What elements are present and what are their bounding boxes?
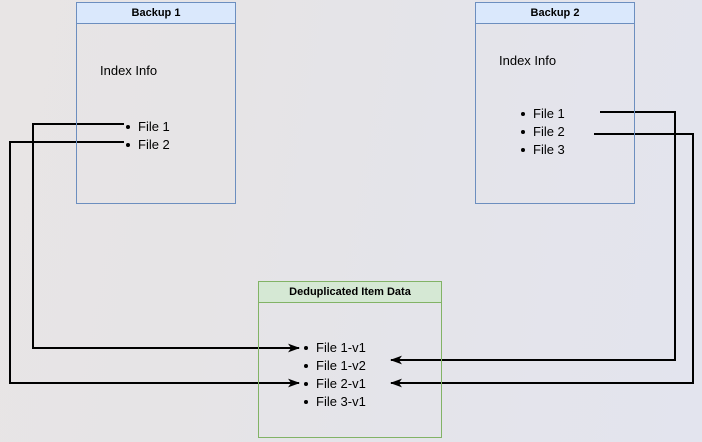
box-backup-1-title: Backup 1	[76, 2, 236, 24]
list-item[interactable]: File 1-v2	[302, 357, 366, 375]
box-deduplicated-title: Deduplicated Item Data	[258, 281, 442, 303]
list-item[interactable]: File 2	[124, 136, 170, 154]
list-item[interactable]: File 3	[519, 141, 565, 159]
list-item[interactable]: File 2	[519, 123, 565, 141]
box-backup-1-heading: Index Info	[100, 63, 158, 78]
list-item[interactable]: File 3-v1	[302, 393, 366, 411]
list-item[interactable]: File 1	[519, 105, 565, 123]
list-item[interactable]: File 1	[124, 118, 170, 136]
box-backup-2-heading: Index Info	[499, 53, 557, 68]
box-backup-2-file-list: File 1 File 2 File 3	[519, 105, 565, 159]
box-backup-2[interactable]: Backup 2 Index Info File 1 File 2 File 3	[475, 2, 635, 204]
box-backup-1-file-list: File 1 File 2	[124, 118, 170, 154]
box-backup-1[interactable]: Backup 1 Index Info File 1 File 2	[76, 2, 236, 204]
box-backup-1-frame	[76, 2, 236, 204]
box-deduplicated-file-list: File 1-v1 File 1-v2 File 2-v1 File 3-v1	[302, 339, 366, 411]
box-backup-2-title: Backup 2	[475, 2, 635, 24]
box-backup-2-frame	[475, 2, 635, 204]
list-item[interactable]: File 1-v1	[302, 339, 366, 357]
list-item[interactable]: File 2-v1	[302, 375, 366, 393]
box-deduplicated-item-data[interactable]: Deduplicated Item Data File 1-v1 File 1-…	[258, 281, 442, 438]
